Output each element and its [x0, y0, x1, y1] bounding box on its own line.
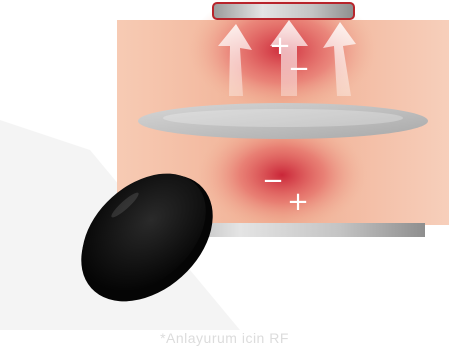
charge-negative-upper: −: [288, 54, 310, 84]
top-electrode: [213, 3, 354, 19]
charge-negative-lower: −: [262, 166, 284, 196]
charge-positive-lower: +: [287, 187, 309, 217]
caption-text: *Anlayurum icin RF: [0, 330, 449, 346]
dielectric-disk-highlight: [163, 109, 403, 127]
